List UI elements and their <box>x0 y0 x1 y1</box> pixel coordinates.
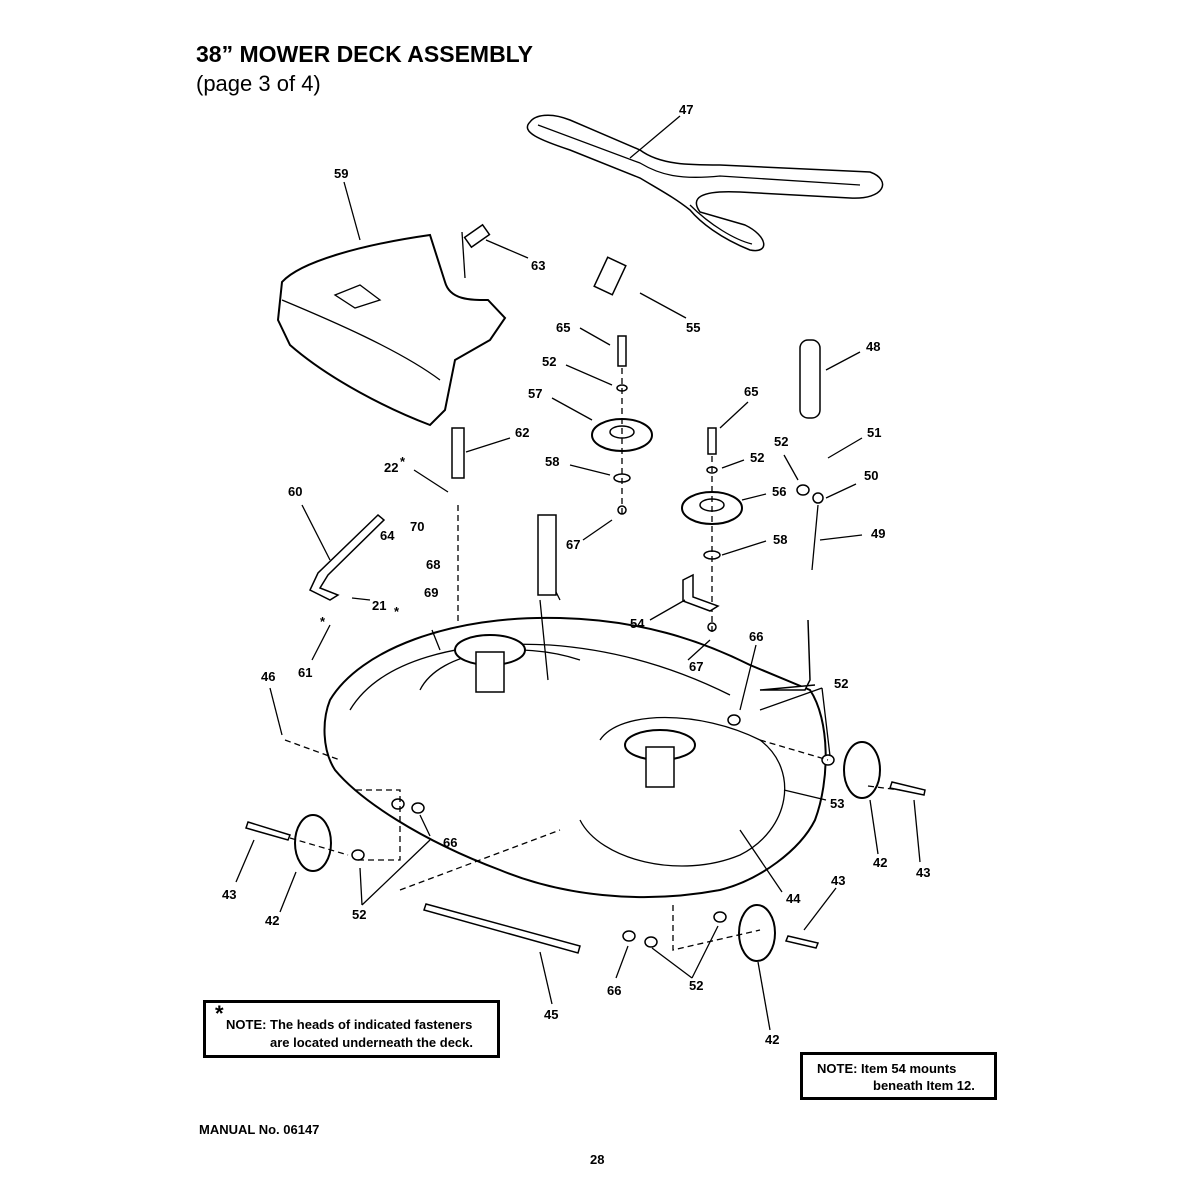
callout-54: 54 <box>630 616 645 631</box>
callout-52: 52 <box>774 434 788 449</box>
spring-part-63 <box>463 223 491 249</box>
callout-56: 56 <box>772 484 786 499</box>
callout-48: 48 <box>866 339 880 354</box>
bracket-part-54 <box>682 573 720 612</box>
callout-44: 44 <box>786 891 801 906</box>
callout-62: 62 <box>515 425 529 440</box>
mower-deck-body <box>323 616 827 899</box>
callout-59: 59 <box>334 166 348 181</box>
asterisk-marker: * <box>320 614 326 629</box>
rod-part-45 <box>423 903 581 954</box>
callout-52: 52 <box>834 676 848 691</box>
callout-46: 46 <box>261 669 275 684</box>
callout-47: 47 <box>679 102 693 117</box>
callout-52: 52 <box>689 978 703 993</box>
spring-part-55 <box>593 256 627 296</box>
callout-57: 57 <box>528 386 542 401</box>
bolt-part-65b <box>707 427 717 455</box>
callout-42: 42 <box>873 855 887 870</box>
stud-part-62 <box>451 427 465 479</box>
callout-52: 52 <box>352 907 366 922</box>
page-title: 38” MOWER DECK ASSEMBLY <box>196 41 533 67</box>
manual-number: MANUAL No. 06147 <box>199 1122 320 1137</box>
shoulder-bolt-part-43c <box>784 935 820 949</box>
callout-65: 65 <box>744 384 758 399</box>
callout-52: 52 <box>750 450 764 465</box>
callout-42: 42 <box>265 913 279 928</box>
note-line-1: NOTE: The heads of indicated fasteners <box>226 1017 473 1032</box>
callout-52: 52 <box>542 354 556 369</box>
fasteners-note: * NOTE: The heads of indicated fasteners… <box>203 1000 500 1058</box>
callout-49: 49 <box>871 526 885 541</box>
callout-64: 64 <box>380 528 395 543</box>
callout-43: 43 <box>831 873 845 888</box>
callout-42: 42 <box>765 1032 779 1047</box>
wheel-part-42a <box>294 814 332 872</box>
page-subtitle: (page 3 of 4) <box>196 71 321 96</box>
item54-note: NOTE: Item 54 mounts beneath Item 12. <box>800 1052 997 1100</box>
callout-68: 68 <box>426 557 440 572</box>
asterisk-marker: * <box>394 604 400 619</box>
callout-50: 50 <box>864 468 878 483</box>
callout-43: 43 <box>222 887 236 902</box>
bolt-part-65a <box>617 335 627 367</box>
callout-55: 55 <box>686 320 700 335</box>
callout-70: 70 <box>410 519 424 534</box>
callout-67: 67 <box>566 537 580 552</box>
callout-66: 66 <box>749 629 763 644</box>
callout-51: 51 <box>867 425 881 440</box>
callout-58: 58 <box>545 454 559 469</box>
asterisk-marker: * <box>400 454 406 469</box>
rod-part-48 <box>799 339 821 419</box>
note-line-2: are located underneath the deck. <box>270 1035 474 1050</box>
wheel-part-42b <box>843 741 881 799</box>
callout-66: 66 <box>607 983 621 998</box>
callout-66: 66 <box>443 835 457 850</box>
callout-43: 43 <box>916 865 930 880</box>
callout-67: 67 <box>689 659 703 674</box>
callout-21: 21 <box>372 598 386 613</box>
note-asterisk: * <box>215 1001 224 1026</box>
note-line-2: beneath Item 12. <box>873 1078 975 1093</box>
discharge-shield-part-59 <box>276 233 507 427</box>
shoulder-bolt-part-43b <box>889 781 926 796</box>
wheel-part-42c <box>738 904 776 962</box>
callout-53: 53 <box>830 796 844 811</box>
callout-61: 61 <box>298 665 312 680</box>
callout-45: 45 <box>544 1007 558 1022</box>
lift-link-part-60 <box>309 513 386 601</box>
callout-58: 58 <box>773 532 787 547</box>
note-line-1: NOTE: Item 54 mounts <box>817 1061 957 1076</box>
callout-22: 22 <box>384 460 398 475</box>
belt-part-47 <box>526 114 884 252</box>
callout-63: 63 <box>531 258 545 273</box>
callout-69: 69 <box>424 585 438 600</box>
shoulder-bolt-part-43a <box>245 821 291 841</box>
page-number: 28 <box>590 1152 605 1167</box>
callout-65: 65 <box>556 320 570 335</box>
callout-60: 60 <box>288 484 302 499</box>
